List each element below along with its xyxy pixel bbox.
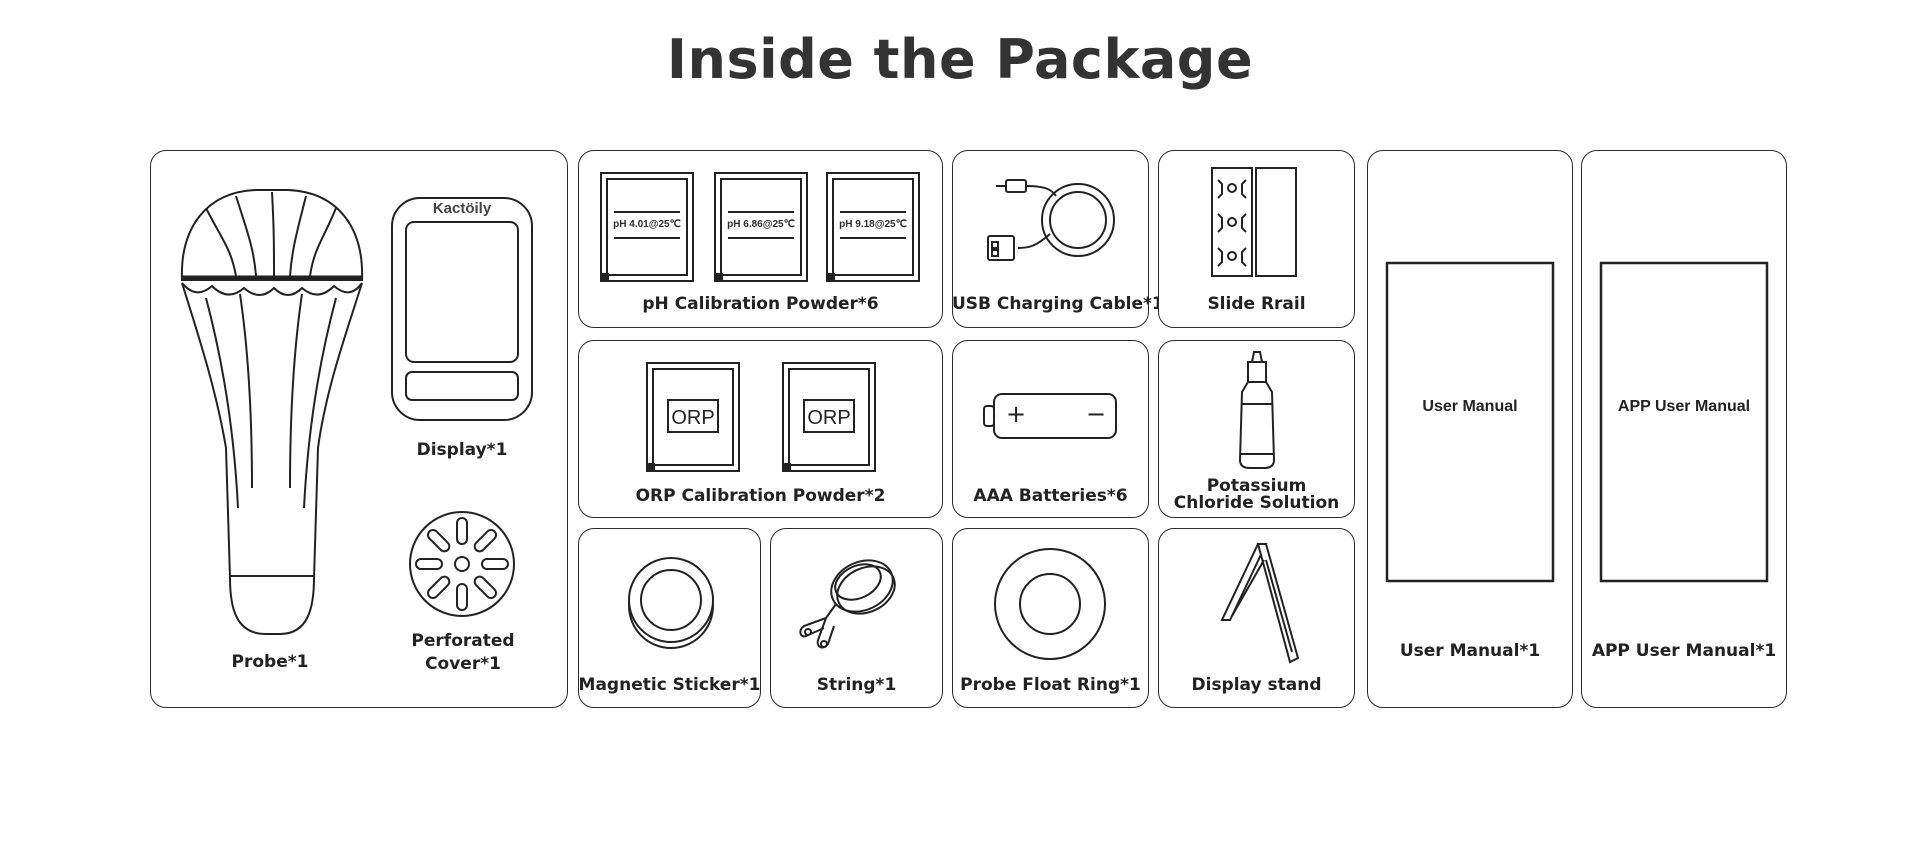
dropper-bottle-illustration: [1234, 348, 1280, 470]
card-usb-cable: [952, 150, 1149, 328]
app-manual-booklet: [1600, 262, 1768, 582]
ph-powder-label: pH Calibration Powder*6: [642, 294, 879, 314]
app-manual-label: APP User Manual*1: [1591, 641, 1777, 661]
ph-packet-2-illustration: [714, 172, 808, 282]
perforated-cover-label: Perforated Cover*1: [411, 631, 515, 674]
orp-packet-2-illustration: [782, 362, 876, 472]
magnetic-sticker-label: Magnetic Sticker*1: [578, 675, 761, 695]
display-stand-label: Display stand: [1191, 675, 1322, 695]
usb-cable-label: USB Charging Cable*1: [952, 294, 1164, 314]
orp-powder-label: ORP Calibration Powder*2: [635, 486, 886, 506]
float-ring-illustration: [992, 546, 1108, 662]
display-illustration: [390, 196, 534, 422]
batteries-label: AAA Batteries*6: [973, 486, 1128, 506]
orp-packet-2-text: ORP: [807, 407, 851, 429]
battery-illustration: [982, 392, 1118, 442]
card-orp-powder: [578, 340, 943, 518]
kcl-solution-label: Potassium Chloride Solution: [1173, 476, 1340, 513]
display-stand-illustration: [1214, 540, 1304, 664]
orp-packet-1-illustration: [646, 362, 740, 472]
string-illustration: [796, 556, 904, 658]
perforated-cover-illustration: [404, 506, 520, 622]
ph-packet-2-text: pH 6.86@25℃: [727, 219, 795, 230]
slide-rail-illustration: [1210, 166, 1300, 278]
magnetic-sticker-illustration: [626, 556, 716, 652]
string-label: String*1: [816, 675, 897, 695]
probe-label: Probe*1: [231, 652, 309, 672]
user-manual-booklet: [1386, 262, 1554, 582]
probe-illustration: [176, 188, 366, 638]
app-manual-cover-title: APP User Manual: [1617, 398, 1751, 415]
ph-packet-3-illustration: [826, 172, 920, 282]
usb-cable-illustration: [986, 176, 1116, 268]
ph-packet-1-text: pH 4.01@25℃: [613, 219, 681, 230]
page-title: Inside the Package: [666, 28, 1254, 91]
orp-packet-1-text: ORP: [671, 407, 715, 429]
display-brand: Kactöily: [432, 200, 492, 217]
float-ring-label: Probe Float Ring*1: [960, 675, 1141, 695]
ph-packet-3-text: pH 9.18@25℃: [839, 219, 907, 230]
display-label: Display*1: [416, 440, 508, 460]
user-manual-label: User Manual*1: [1399, 641, 1541, 661]
battery-minus-icon: −: [1085, 400, 1107, 428]
ph-packet-1-illustration: [600, 172, 694, 282]
user-manual-cover-title: User Manual: [1422, 398, 1518, 415]
battery-plus-icon: +: [1005, 400, 1027, 428]
card-string: [770, 528, 943, 708]
slide-rail-label: Slide Rrail: [1207, 294, 1306, 314]
